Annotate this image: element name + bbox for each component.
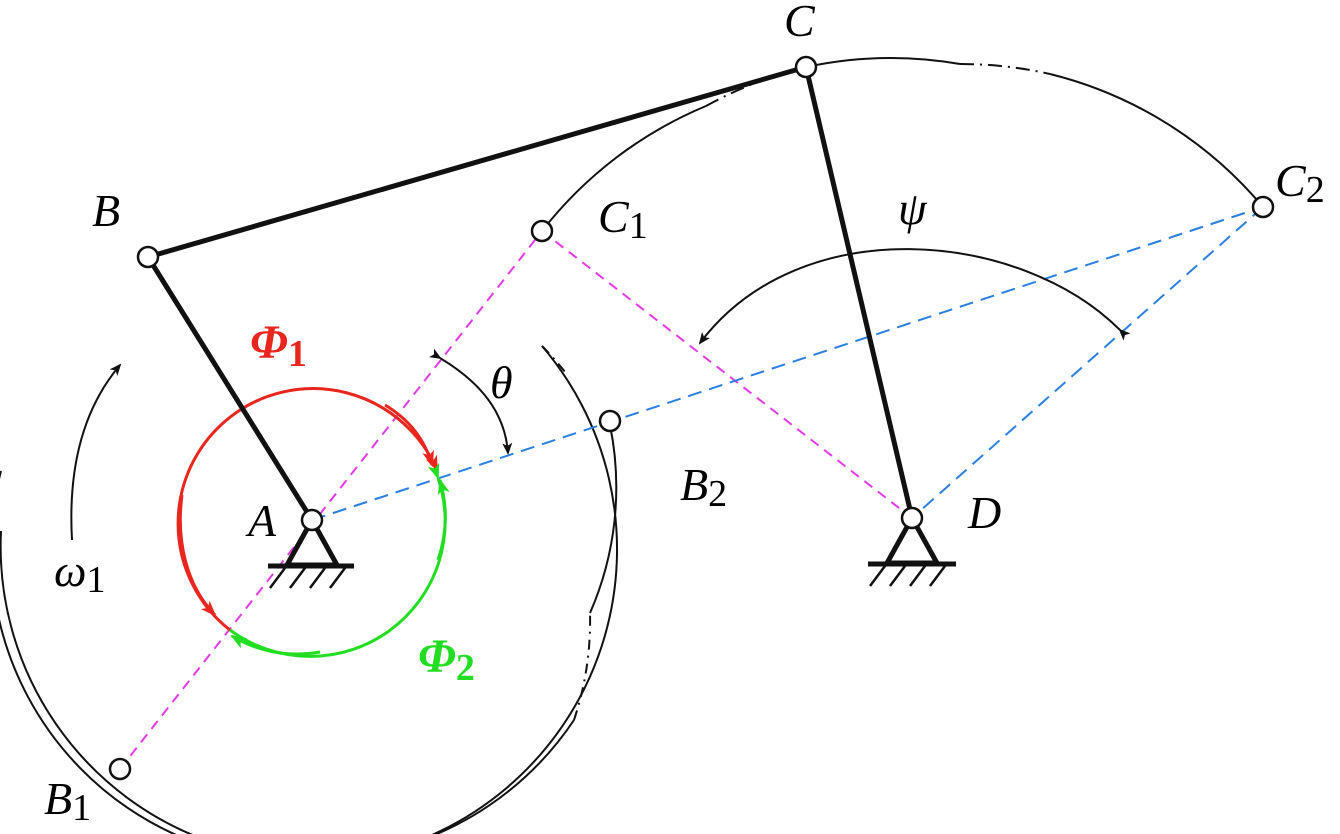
joint-d [900,506,924,530]
label-phi1: Φ1 [250,316,307,375]
ground-support-d [868,512,956,587]
crank-circle [0,345,619,834]
rocker-arc [541,57,1264,232]
phi2-arc-start-arrow [436,478,450,561]
extreme-position-lines [311,206,1264,521]
label-b2: B2 [680,459,727,515]
label-c1: C1 [598,191,648,247]
label-c: C [784,0,816,46]
joint-a [300,508,324,532]
joint-c1 [530,219,554,243]
joint-c2 [1251,195,1275,219]
label-b1: B1 [44,773,91,829]
label-a: A [245,495,277,546]
phi1-arc-start-arrow [178,494,217,617]
psi-angle-arc [698,248,1131,345]
label-theta: θ [490,357,513,408]
label-psi: ψ [898,183,928,234]
joint-b [136,245,160,269]
label-b: B [92,185,120,236]
omega-rotation-arrow [70,363,122,541]
label-omega: ω1 [54,545,105,601]
label-d: D [967,487,1001,538]
phi2-arc-end-arrow [230,634,321,656]
joint-b1 [108,757,132,781]
theta-angle-arc [428,348,513,455]
dead-point-lines [119,230,913,770]
phi1-arc [176,387,439,632]
ground-support-a [268,514,354,589]
label-c2: C2 [1275,155,1325,211]
rocker-link-cd [803,64,915,521]
phi1-arc-top-arrow [384,403,434,467]
crank-link-ab [145,254,315,523]
joint-c [794,55,818,79]
joint-b2 [598,409,622,433]
coupler-link-bc [145,64,809,260]
label-phi2: Φ2 [418,630,475,689]
